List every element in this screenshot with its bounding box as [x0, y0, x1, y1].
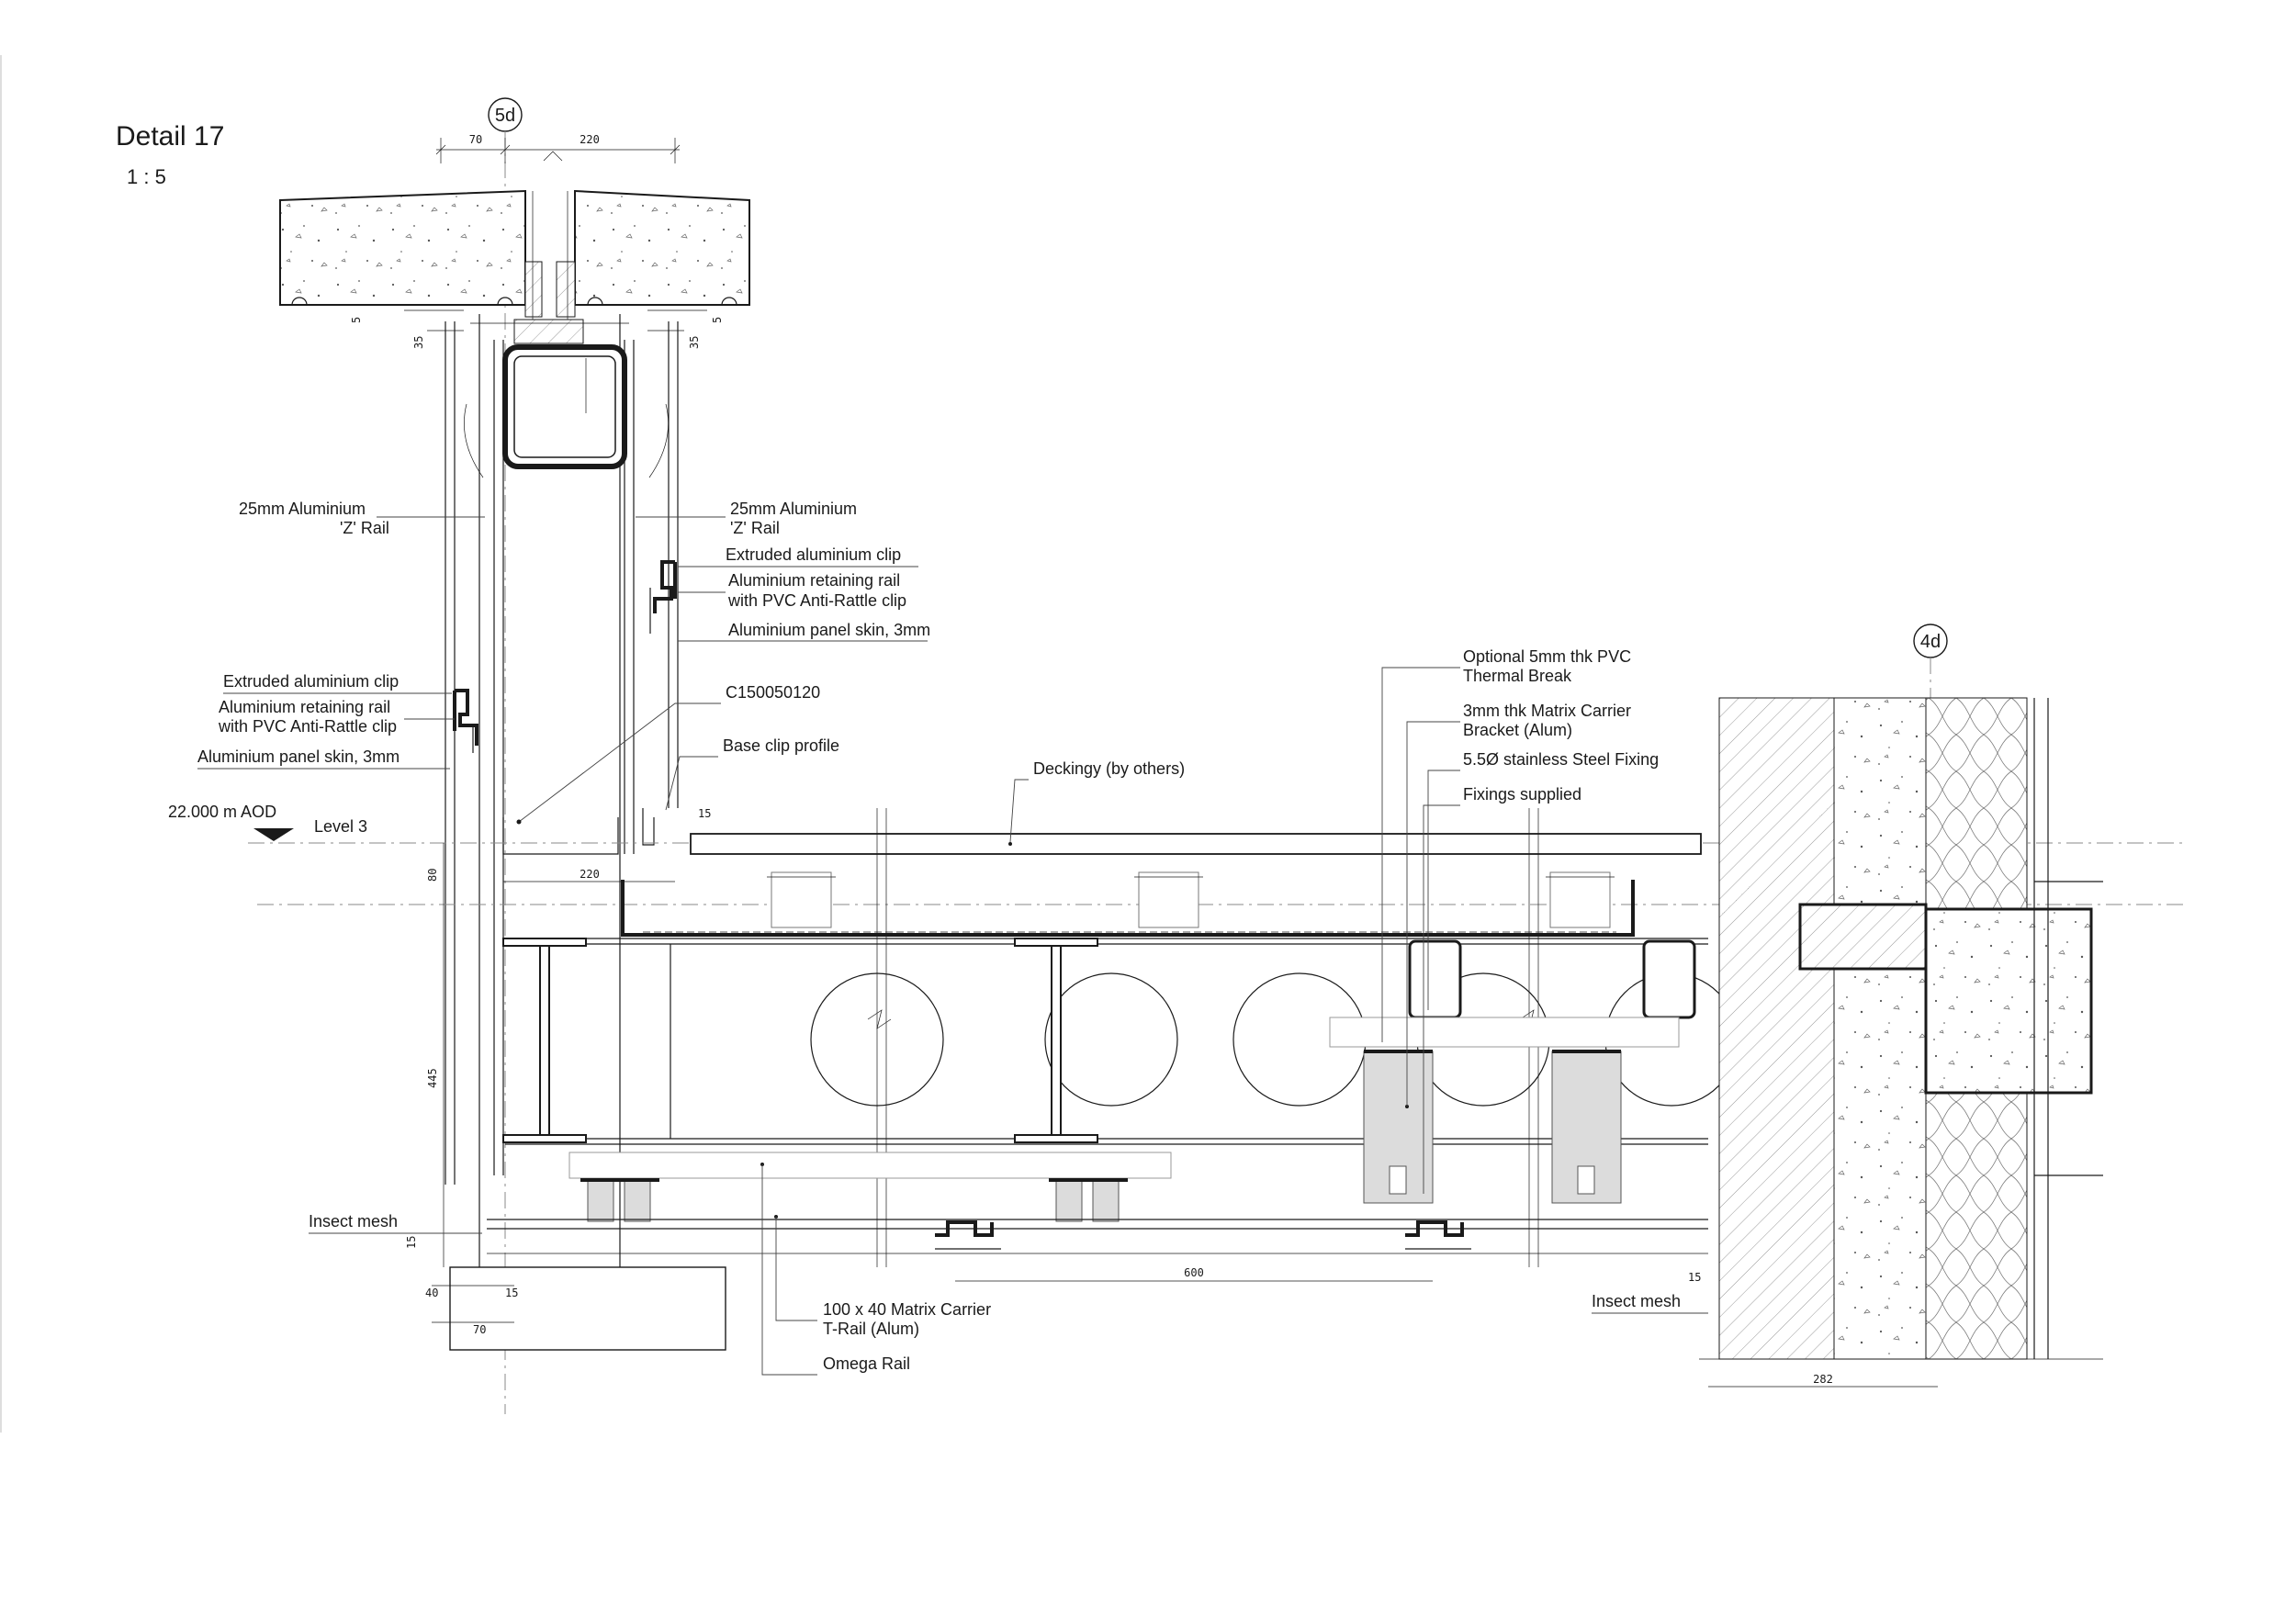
dim-right-15: 15 — [1688, 1271, 1701, 1284]
dim-wall-282: 282 — [1813, 1373, 1833, 1386]
matrix-carrier-rhs — [1329, 939, 1696, 1048]
label-bracket-2: Bracket (Alum) — [1463, 721, 1572, 739]
steel-i-beam-mid — [1014, 938, 1098, 1143]
dim-left-35: 35 — [412, 336, 425, 349]
level-aod: 22.000 m AOD — [168, 803, 276, 821]
annotation-base-clip: Base clip profile — [665, 736, 839, 811]
annotation-retaining-right: Aluminium retaining rail with PVC Anti-R… — [678, 571, 906, 610]
dim-top-220: 220 — [580, 133, 600, 146]
label-insect-mesh-right: Insect mesh — [1592, 1292, 1681, 1310]
label-z-rail-right-1: 25mm Aluminium — [730, 500, 857, 518]
annotation-z-rail-right: 25mm Aluminium 'Z' Rail — [636, 500, 857, 537]
structural-wall — [1699, 697, 2103, 1360]
grid-label-5d: 5d — [495, 106, 515, 126]
annotation-bracket: 3mm thk Matrix Carrier Bracket (Alum) — [1406, 702, 1631, 1107]
label-z-rail-left-2: 'Z' Rail — [340, 519, 389, 537]
label-skin-right: Aluminium panel skin, 3mm — [728, 621, 930, 639]
label-decking: Deckingy (by others) — [1033, 759, 1185, 778]
annotation-clip-left: Extruded aluminium clip — [223, 672, 452, 694]
label-fixing: 5.5Ø stainless Steel Fixing — [1463, 750, 1659, 769]
extruded-clip-left — [453, 689, 478, 753]
matrix-carrier-brackets — [1363, 1050, 1622, 1204]
dim-bot-15: 15 — [405, 1236, 418, 1249]
label-clip-right: Extruded aluminium clip — [726, 545, 901, 564]
annotation-skin-right: Aluminium panel skin, 3mm — [678, 621, 930, 642]
dim-base-220: 220 — [580, 868, 600, 881]
grid-marker-5d: 5d — [488, 97, 523, 1414]
vertical-dimensions: 80 445 — [426, 843, 445, 1267]
coping-stone-right — [574, 189, 750, 306]
annotation-t-rail: 100 x 40 Matrix Carrier T-Rail (Alum) — [775, 1217, 991, 1338]
label-fixings-supplied: Fixings supplied — [1463, 785, 1581, 804]
coping-stone-left — [279, 189, 526, 306]
label-thermal-break-2: Thermal Break — [1463, 667, 1572, 685]
dim-v-445: 445 — [426, 1068, 439, 1088]
label-omega: Omega Rail — [823, 1354, 910, 1373]
detail-title: Detail 17 1 : 5 — [116, 121, 224, 188]
label-t-rail-1: 100 x 40 Matrix Carrier — [823, 1300, 991, 1319]
dim-left-5: 5 — [350, 317, 363, 323]
label-thermal-break-1: Optional 5mm thk PVC — [1463, 647, 1631, 666]
base-channel-c150 — [502, 808, 655, 855]
annotation-insect-mesh-right: Insect mesh — [1592, 1292, 1708, 1314]
label-z-rail-left-1: 25mm Aluminium — [239, 500, 366, 518]
label-retaining-left-1: Aluminium retaining rail — [219, 698, 390, 716]
label-t-rail-2: T-Rail (Alum) — [823, 1320, 919, 1338]
annotation-omega: Omega Rail — [761, 1164, 910, 1376]
label-skin-left: Aluminium panel skin, 3mm — [197, 747, 400, 766]
label-channel: C150050120 — [726, 683, 820, 702]
label-retaining-right-1: Aluminium retaining rail — [728, 571, 900, 590]
cladding-panel-right — [624, 321, 679, 854]
label-insect-mesh-left: Insect mesh — [309, 1212, 398, 1231]
omega-rails — [935, 1220, 1471, 1250]
annotation-decking: Deckingy (by others) — [1009, 759, 1185, 843]
label-bracket-1: 3mm thk Matrix Carrier — [1463, 702, 1631, 720]
annotation-z-rail-left: 25mm Aluminium 'Z' Rail — [239, 500, 485, 537]
dim-top-70: 70 — [469, 133, 482, 146]
base-kerb: 40 15 70 15 — [405, 1236, 726, 1351]
annotation-fixings-supplied: Fixings supplied — [1423, 785, 1581, 1194]
dim-mid-15: 15 — [698, 807, 711, 820]
steel-rhs-post — [502, 344, 627, 469]
top-dimensions: 70 220 — [435, 133, 681, 163]
annotation-retaining-left: Aluminium retaining rail with PVC Anti-R… — [218, 698, 455, 736]
detail-title-text: Detail 17 — [116, 121, 224, 152]
grid-label-4d: 4d — [1920, 632, 1941, 652]
dim-right-5: 5 — [711, 317, 724, 323]
annotation-thermal-break: Optional 5mm thk PVC Thermal Break — [1381, 647, 1631, 1042]
dim-span-600: 600 — [1184, 1266, 1204, 1279]
annotation-insect-mesh-left: Insect mesh — [309, 1212, 482, 1234]
dim-bot-15b: 15 — [505, 1287, 518, 1299]
label-retaining-right-2: with PVC Anti-Rattle clip — [727, 591, 906, 610]
deck-pedestals — [767, 871, 1615, 928]
annotation-channel: C150050120 — [516, 683, 820, 825]
label-retaining-left-2: with PVC Anti-Rattle clip — [218, 717, 397, 736]
t-rail-carriers — [487, 1152, 1708, 1254]
label-clip-left: Extruded aluminium clip — [223, 672, 399, 691]
drainage-tray — [621, 880, 1635, 937]
dim-right-35: 35 — [688, 336, 701, 349]
dim-bot-70: 70 — [473, 1323, 486, 1336]
annotation-fixing: 5.5Ø stainless Steel Fixing — [1427, 750, 1659, 1010]
cladding-panel-left — [445, 321, 504, 1185]
detail-scale: 1 : 5 — [127, 165, 166, 188]
label-z-rail-right-2: 'Z' Rail — [730, 519, 780, 537]
level-name: Level 3 — [314, 817, 367, 836]
annotation-skin-left: Aluminium panel skin, 3mm — [197, 747, 450, 770]
steel-i-beam-left — [502, 938, 587, 1143]
decking-board — [690, 833, 1702, 855]
label-base-clip: Base clip profile — [723, 736, 839, 755]
annotation-clip-right: Extruded aluminium clip — [678, 545, 918, 568]
dim-v-80: 80 — [426, 869, 439, 882]
extruded-clip-right — [649, 560, 677, 634]
dim-bot-40: 40 — [425, 1287, 438, 1299]
